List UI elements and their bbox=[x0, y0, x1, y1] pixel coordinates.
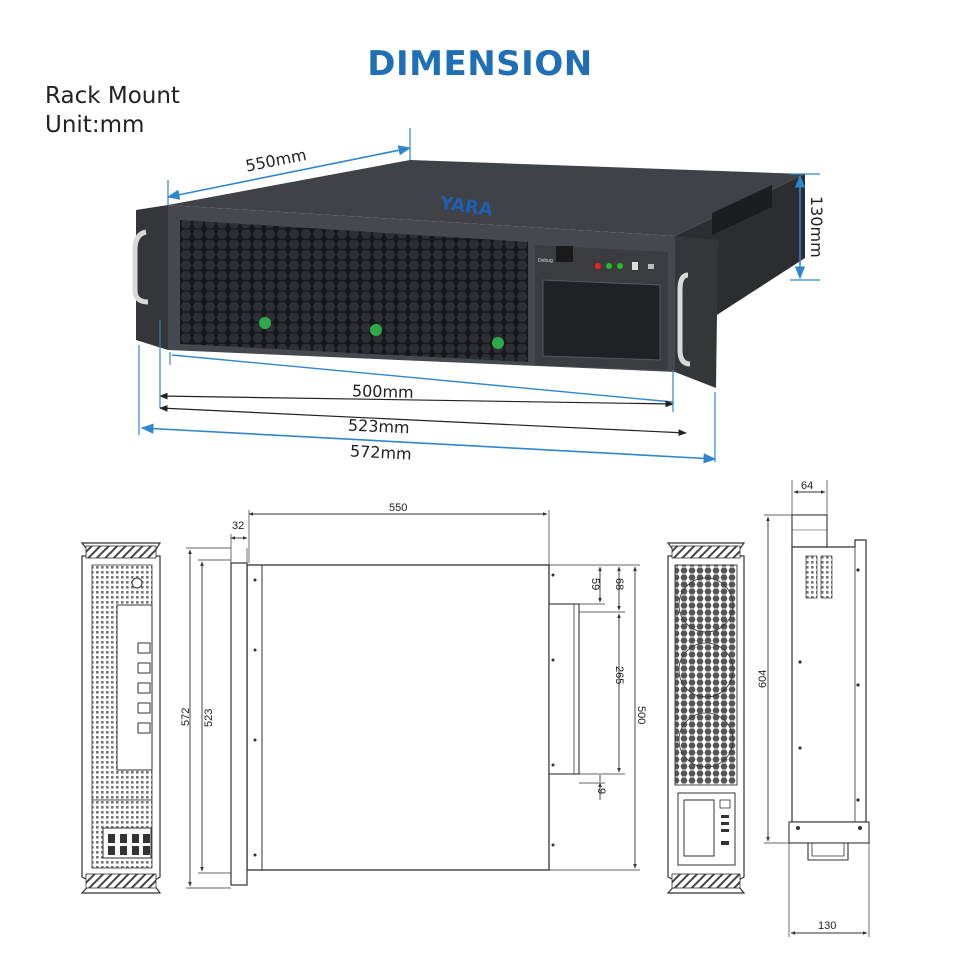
usb-port bbox=[632, 262, 638, 270]
dim-side-130: 130 bbox=[818, 920, 836, 932]
dim-top-68: 68 bbox=[613, 578, 625, 590]
top-view-flange bbox=[230, 562, 248, 886]
ground-screw bbox=[131, 577, 143, 589]
fan-grille bbox=[180, 220, 528, 362]
mount-type-label: Rack Mount bbox=[45, 83, 180, 109]
dim-width-inner-label: 523mm bbox=[348, 416, 410, 438]
led-run bbox=[595, 263, 601, 269]
fan-led bbox=[370, 324, 382, 336]
rack-ear-left bbox=[136, 205, 168, 350]
dim-side-604: 604 bbox=[757, 670, 769, 688]
dim-width-outer-label: 572mm bbox=[350, 441, 413, 463]
unit-info: Rack Mount Unit:mm bbox=[45, 82, 180, 140]
dim-top-550: 550 bbox=[389, 502, 407, 514]
dim-top-9: 9 bbox=[595, 788, 607, 794]
page-title: DIMENSION bbox=[367, 44, 593, 84]
fan-led bbox=[259, 317, 271, 329]
dim-line-width-body bbox=[159, 392, 674, 408]
dim-top-32: 32 bbox=[232, 520, 244, 532]
side-top-box bbox=[791, 514, 828, 548]
front-lcd bbox=[683, 799, 715, 857]
lcd-screen bbox=[542, 279, 661, 361]
top-view-drawing: 550 32 572 523 500 59 68 265 bbox=[180, 502, 647, 889]
led-alm bbox=[606, 263, 612, 269]
dim-line-depth bbox=[166, 145, 412, 200]
handle-right bbox=[677, 272, 691, 367]
product-3d-view: Debug YARA 550mm 130mm 500mm 523mm bbox=[132, 128, 826, 464]
dim-height-label: 130mm bbox=[807, 196, 826, 258]
dim-side-64: 64 bbox=[801, 480, 813, 492]
dim-top-572: 572 bbox=[180, 708, 192, 726]
front-fan-grille bbox=[674, 564, 738, 786]
dim-line-width-outer bbox=[140, 423, 717, 464]
top-view-body bbox=[246, 564, 550, 871]
dim-line-width-inner bbox=[159, 405, 687, 436]
dim-top-265: 265 bbox=[613, 666, 625, 684]
dim-top-523: 523 bbox=[203, 709, 215, 727]
dim-top-59: 59 bbox=[589, 578, 601, 590]
side-handle bbox=[807, 843, 849, 861]
top-view-bracket bbox=[548, 603, 580, 775]
panel-label-debug: Debug bbox=[538, 258, 553, 264]
fan-led bbox=[492, 337, 504, 349]
debug-port bbox=[556, 246, 573, 262]
front-view-drawing bbox=[666, 542, 746, 894]
side-rack-ear bbox=[788, 821, 870, 844]
pc-usb-port bbox=[648, 264, 654, 269]
dim-top-500: 500 bbox=[635, 706, 647, 724]
side-view-drawing: 64 604 130 bbox=[757, 480, 870, 937]
led-pwr bbox=[617, 263, 623, 269]
side-vents bbox=[712, 185, 772, 235]
handle-left bbox=[132, 229, 149, 305]
unit-label: Unit:mm bbox=[45, 112, 145, 138]
rear-view-drawing bbox=[80, 542, 162, 894]
dim-width-body-label: 500mm bbox=[352, 381, 414, 402]
